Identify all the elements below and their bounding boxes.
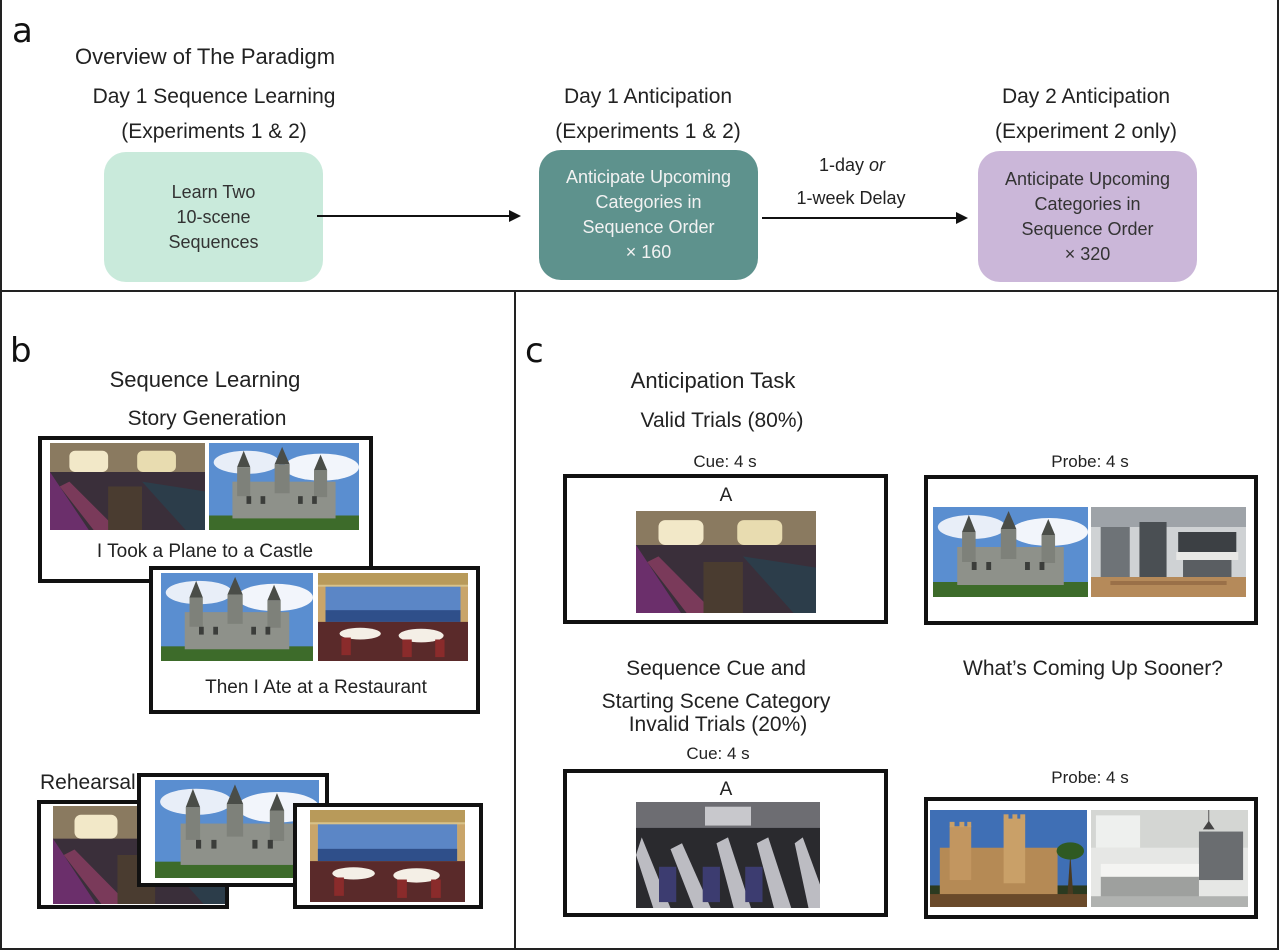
delay-1day: 1-day bbox=[818, 155, 870, 175]
panel-c-title: Anticipation Task bbox=[630, 368, 796, 393]
stage2-line1: Anticipate Upcoming bbox=[565, 167, 732, 187]
stage1-heading: Day 1 Sequence Learning bbox=[92, 85, 336, 108]
restaurant-image bbox=[318, 573, 468, 661]
stage3-line4: × 320 bbox=[1064, 243, 1111, 264]
panel-b-title: Sequence Learning bbox=[109, 367, 301, 392]
castle-image-2 bbox=[161, 573, 313, 661]
invalid-cue-label: Cue: 4 s bbox=[686, 744, 750, 763]
invalid-probe-label: Probe: 4 s bbox=[1051, 768, 1129, 787]
cue-caption-line1: Sequence Cue and bbox=[626, 657, 806, 680]
cue-caption-line2: Starting Scene Category bbox=[601, 690, 831, 713]
delay-label-line2: 1-week Delay bbox=[796, 188, 906, 208]
valid-cue-letter: A bbox=[719, 485, 733, 506]
delay-label-line1: 1-day or bbox=[819, 152, 885, 178]
panel-a-title: Overview of The Paradigm bbox=[75, 44, 336, 69]
stage2-subheading: (Experiments 1 & 2) bbox=[555, 120, 741, 143]
arrow-stage1-to-stage2 bbox=[317, 210, 521, 222]
arrow-stage2-to-stage3 bbox=[762, 212, 968, 224]
invalid-probe-castle-image bbox=[930, 810, 1087, 907]
stage2-line3: Sequence Order bbox=[582, 217, 715, 237]
stage3-box: Anticipate Upcoming Categories in Sequen… bbox=[978, 151, 1197, 282]
stage3-line2: Categories in bbox=[1034, 193, 1141, 214]
stage1-line2: 10-scene bbox=[176, 206, 251, 227]
stage1-line1: Learn Two bbox=[171, 181, 256, 202]
panel-b-subtitle: Story Generation bbox=[127, 407, 287, 430]
stage1-subheading: (Experiments 1 & 2) bbox=[121, 120, 307, 143]
rehearsal-restaurant-image bbox=[310, 810, 465, 902]
probe-caption: What’s Coming Up Sooner? bbox=[963, 657, 1223, 680]
castle-image bbox=[209, 443, 359, 530]
stage3-line3: Sequence Order bbox=[1021, 218, 1154, 239]
stage2-box: Anticipate Upcoming Categories in Sequen… bbox=[539, 150, 758, 280]
stage2-line4: × 160 bbox=[625, 242, 672, 262]
panel-c-letter: c bbox=[525, 331, 544, 371]
valid-probe-label: Probe: 4 s bbox=[1051, 452, 1129, 471]
valid-trials-label: Valid Trials (80%) bbox=[640, 409, 804, 432]
stage1-line3: Sequences bbox=[168, 231, 259, 252]
stage3-subheading: (Experiment 2 only) bbox=[994, 120, 1178, 143]
invalid-cue-letter: A bbox=[719, 779, 733, 800]
delay-or: or bbox=[869, 155, 886, 175]
story-caption-1: I Took a Plane to a Castle bbox=[96, 541, 314, 562]
valid-cue-plane-image bbox=[636, 511, 816, 613]
invalid-trials-label: Invalid Trials (20%) bbox=[628, 713, 808, 736]
invalid-cue-dark-plane-image bbox=[636, 802, 820, 908]
plane-image bbox=[50, 443, 205, 530]
panel-a-letter: a bbox=[12, 11, 33, 51]
story-caption-2: Then I Ate at a Restaurant bbox=[205, 677, 427, 698]
stage3-heading: Day 2 Anticipation bbox=[1001, 85, 1171, 108]
stage2-heading: Day 1 Anticipation bbox=[563, 85, 733, 108]
panel-b-letter: b bbox=[10, 331, 32, 371]
valid-cue-label: Cue: 4 s bbox=[693, 452, 757, 471]
valid-probe-kitchen-image bbox=[1091, 507, 1246, 597]
valid-probe-castle-image bbox=[933, 507, 1088, 597]
invalid-probe-kitchen-image bbox=[1091, 810, 1248, 907]
rehearsal-label: Rehearsal bbox=[40, 771, 136, 794]
stage2-line2: Categories in bbox=[595, 192, 702, 212]
stage1-box: Learn Two 10-scene Sequences bbox=[104, 152, 323, 282]
stage3-line1: Anticipate Upcoming bbox=[1004, 168, 1171, 189]
